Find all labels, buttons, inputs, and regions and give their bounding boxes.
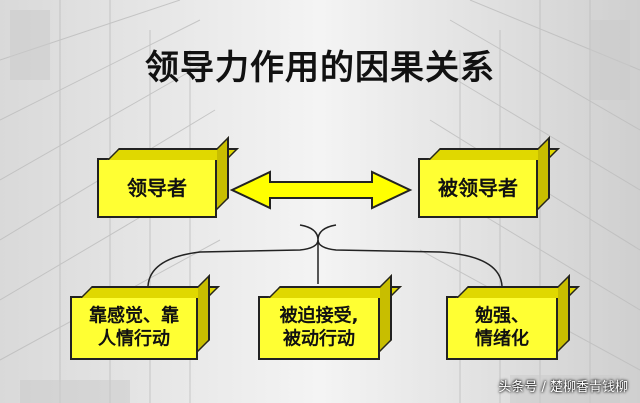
bottom-box-right-line1: 勉强、: [475, 305, 529, 327]
bottom-box-left: 靠感觉、靠 人情行动: [70, 296, 198, 360]
brace-connector: [299, 224, 337, 241]
bottom-box-center-line2: 被动行动: [283, 329, 355, 350]
bottom-box-right: 勉强、 情绪化: [446, 296, 558, 360]
watermark: 头条号 / 楚柳香青钱柳: [498, 380, 628, 395]
page-title: 领导力作用的因果关系: [145, 48, 495, 88]
double-arrow-icon: [229, 170, 413, 210]
arch-connector: [147, 239, 503, 287]
bottom-box-left-line1: 靠感觉、靠: [89, 305, 179, 327]
bottom-box-center-line1: 被迫接受,: [279, 305, 359, 327]
bottom-box-left-text: 靠感觉、靠 人情行动: [72, 305, 196, 352]
leader-label: 领导者: [127, 176, 187, 200]
follower-label: 被领导者: [438, 176, 518, 200]
follower-box: 被领导者: [418, 158, 538, 218]
bottom-box-left-line2: 人情行动: [98, 329, 170, 350]
bottom-box-center: 被迫接受, 被动行动: [258, 296, 380, 360]
bottom-box-center-text: 被迫接受, 被动行动: [260, 305, 378, 352]
bottom-box-right-line2: 情绪化: [475, 329, 529, 350]
bottom-box-right-text: 勉强、 情绪化: [448, 305, 556, 352]
leader-box: 领导者: [97, 158, 217, 218]
